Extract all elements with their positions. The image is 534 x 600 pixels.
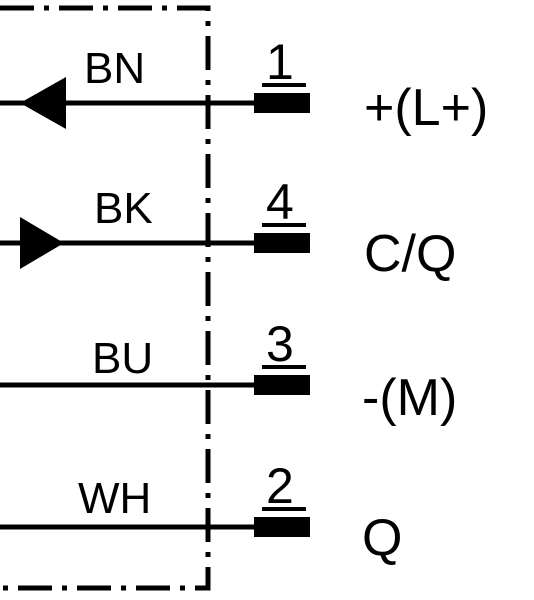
- pin-terminal: [254, 93, 310, 113]
- arrow-right-icon: [20, 217, 64, 269]
- wire-color-label: BN: [84, 44, 145, 93]
- pin-row: BN 1 +(L+): [0, 34, 488, 137]
- pin-number: 2: [266, 458, 294, 514]
- signal-label: -(M): [362, 369, 457, 427]
- housing-boundary: [0, 5, 211, 591]
- signal-label: +(L+): [364, 79, 488, 137]
- pin-terminal: [254, 517, 310, 537]
- pin-number: 1: [266, 34, 294, 90]
- pin-number: 4: [266, 174, 294, 230]
- wire-color-label: WH: [78, 474, 151, 523]
- signal-label: C/Q: [364, 225, 456, 283]
- pin-row: WH 2 Q: [0, 458, 402, 567]
- pin-terminal: [254, 233, 310, 253]
- signal-label: Q: [362, 509, 402, 567]
- arrow-left-icon: [20, 77, 66, 129]
- pin-terminal: [254, 375, 310, 395]
- pin-number: 3: [266, 316, 294, 372]
- pin-row: BK 4 C/Q: [0, 174, 456, 283]
- wire-color-label: BK: [94, 184, 153, 233]
- pin-row: BU 3 -(M): [0, 316, 457, 427]
- wire-color-label: BU: [92, 334, 153, 383]
